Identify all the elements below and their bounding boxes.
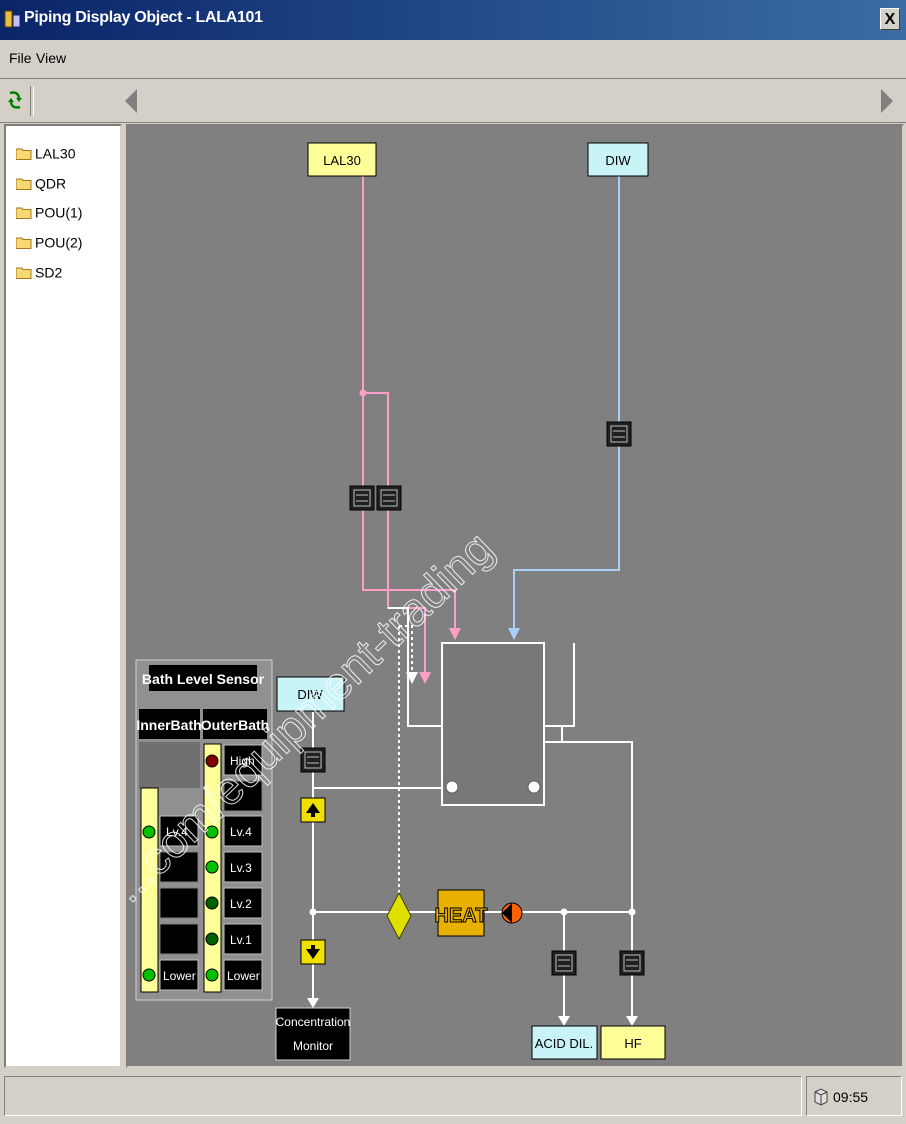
menu-file[interactable]: File [9,50,32,66]
tree-item-label: SD2 [35,264,63,281]
heat-label: HEAT [435,905,488,927]
concentration-monitor-line1: Concentration [276,1015,351,1029]
outer-level-lv2: Lv.2 [230,897,252,911]
filter-icon[interactable] [386,891,412,941]
valve-lal30-a[interactable] [349,485,375,511]
outer-led-lv4 [205,825,219,839]
menu-bar: File View [0,40,906,79]
arrow-icon [626,1016,638,1026]
tank [443,644,543,804]
pipe-junction [309,908,317,916]
concentration-monitor-line2: Monitor [293,1039,333,1053]
outer-led-lv2 [205,896,219,910]
outer-bath-header: OuterBath [201,717,269,733]
toolbar [0,80,906,123]
folder-icon [15,236,32,249]
arrow-icon [449,628,461,640]
tree-item-label: LAL30 [35,145,76,162]
outer-led-high [205,754,219,768]
outer-led-lv3 [205,860,219,874]
outer-level-lower: Lower [227,969,260,983]
diw-pipe [513,176,620,628]
outer-level-high: High [230,754,255,768]
inner-led-lower [142,968,156,982]
dashed-pipe [399,625,413,672]
pipe-junction [560,908,568,916]
bath-sensor-title: Bath Level Sensor [142,671,265,687]
inner-led-lv4 [142,825,156,839]
outer-led-lv1 [205,932,219,946]
tree-item-pou1[interactable]: POU(1) [15,203,83,225]
tree-panel: LAL30 QDR POU(1) POU(2) SD2 [4,124,122,1068]
tree-item-sd2[interactable]: SD2 [15,263,63,285]
source-diw-left-label: DIW [297,687,323,702]
source-diw-left[interactable]: DIW [276,676,345,712]
tree-item-lal30[interactable]: LAL30 [15,144,76,166]
pipe-junction [628,908,636,916]
window-title: Piping Display Object - LALA101 [24,9,263,26]
inner-level-lv4: Lv.4 [166,825,188,839]
flow-down-indicator [300,939,326,965]
outer-led-lower [205,968,219,982]
valve-diw-left[interactable] [300,747,326,773]
pipe-junction [359,389,367,397]
status-time-area: 09:55 [806,1076,902,1116]
arrow-icon [419,672,431,684]
tree-item-label: POU(2) [35,234,83,251]
app-icon [4,10,21,28]
valve-hf[interactable] [619,950,645,976]
toolbar-separator [30,86,34,116]
tank-port [527,780,541,794]
scroll-left-icon[interactable] [124,88,138,114]
menu-view[interactable]: View [36,50,67,66]
pump-icon[interactable] [501,902,523,924]
outer-level-lv3: Lv.3 [230,861,252,875]
folder-icon [15,177,32,190]
source-lal30-label: LAL30 [323,153,361,168]
piping-svg: HEAT LAL30 DIW DIW ACID DIL. HF Concentr… [128,142,666,1061]
arrow-icon [307,998,319,1008]
outer-level-lv1: Lv.1 [230,933,252,947]
status-message-area [4,1076,802,1116]
concentration-monitor[interactable]: Concentration Monitor [275,1007,351,1061]
bath-level-sensor: Bath Level Sensor InnerBath OuterBath Lv… [135,659,273,1001]
dest-acid-dil-label: ACID DIL. [535,1036,594,1051]
source-diw-top-label: DIW [605,153,631,168]
close-button[interactable]: X [880,8,900,30]
valve-acid-dil[interactable] [551,950,577,976]
tree-item-qdr[interactable]: QDR [15,174,67,196]
source-diw-top[interactable]: DIW [587,142,649,177]
arrow-icon [558,1016,570,1026]
source-lal30[interactable]: LAL30 [307,142,377,177]
arrow-icon [508,628,520,640]
dest-hf-label: HF [624,1036,641,1051]
tree-item-pou2[interactable]: POU(2) [15,233,83,255]
piping-diagram: HEAT LAL30 DIW DIW ACID DIL. HF Concentr… [126,124,904,1068]
valve-lal30-b[interactable] [376,485,402,511]
outer-level-lv4: Lv.4 [230,825,252,839]
title-bar: Piping Display Object - LALA101 X [0,0,906,40]
inner-level-lower: Lower [163,969,196,983]
tank-port [445,780,459,794]
valve-diw-top[interactable] [606,421,632,447]
folder-icon [15,266,32,279]
status-bar: 09:55 [0,1072,906,1124]
heater[interactable]: HEAT [434,889,488,937]
dest-hf[interactable]: HF [600,1025,666,1060]
scroll-right-icon[interactable] [880,88,894,114]
arrow-icon [406,672,418,684]
inner-bath-header: InnerBath [136,717,201,733]
tree-item-label: QDR [35,175,67,192]
status-time: 09:55 [833,1089,869,1105]
clock-icon [814,1088,828,1106]
flow-up-indicator [300,797,326,823]
tree-item-label: POU(1) [35,204,83,221]
folder-icon [15,206,32,219]
dest-acid-dil[interactable]: ACID DIL. [531,1025,598,1060]
folder-icon [15,147,32,160]
refresh-icon[interactable] [6,89,24,111]
